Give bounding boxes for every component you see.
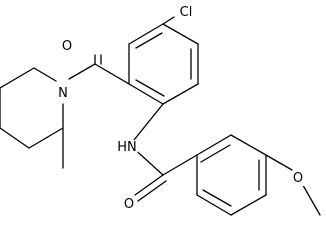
bond — [68, 63, 96, 80]
bond — [230, 134, 267, 156]
atom-label-hn: HN — [117, 140, 137, 155]
bond — [162, 16, 175, 25]
atom-label-background — [57, 86, 69, 101]
atom-label-background — [116, 140, 138, 155]
bond — [265, 154, 293, 171]
bond — [137, 180, 167, 202]
atom-label-background — [122, 197, 136, 212]
bond — [135, 79, 165, 97]
bond — [33, 67, 57, 82]
bonds — [0, 16, 321, 216]
atom-labels: Cl O N HN O O — [57, 5, 305, 212]
molecule-drawing: Cl O N HN O O — [0, 5, 321, 216]
bond — [134, 174, 164, 196]
atom-label-cl: Cl — [180, 5, 193, 20]
structure-canvas: Cl O N HN O O — [0, 5, 321, 216]
bond — [28, 127, 64, 149]
atom-label-background — [178, 5, 194, 20]
atom-label-o-top: O — [62, 39, 72, 54]
atom-label-o-bottom: O — [124, 197, 134, 212]
atom-label-background — [60, 39, 74, 54]
bond — [135, 32, 163, 49]
bond — [196, 194, 232, 216]
bond — [94, 63, 130, 85]
bond — [202, 189, 232, 207]
bond — [129, 103, 164, 146]
atom-label-background — [291, 171, 305, 186]
bond — [230, 194, 267, 216]
bond — [162, 154, 198, 176]
bond — [128, 83, 164, 105]
bond — [200, 144, 231, 163]
atom-label-o-methoxy: O — [293, 171, 303, 186]
atom-label-n: N — [58, 86, 68, 101]
bond — [162, 83, 199, 105]
bond — [128, 23, 164, 45]
bond — [196, 134, 232, 156]
bond — [162, 23, 199, 45]
bond — [0, 67, 35, 89]
bond — [0, 127, 30, 149]
